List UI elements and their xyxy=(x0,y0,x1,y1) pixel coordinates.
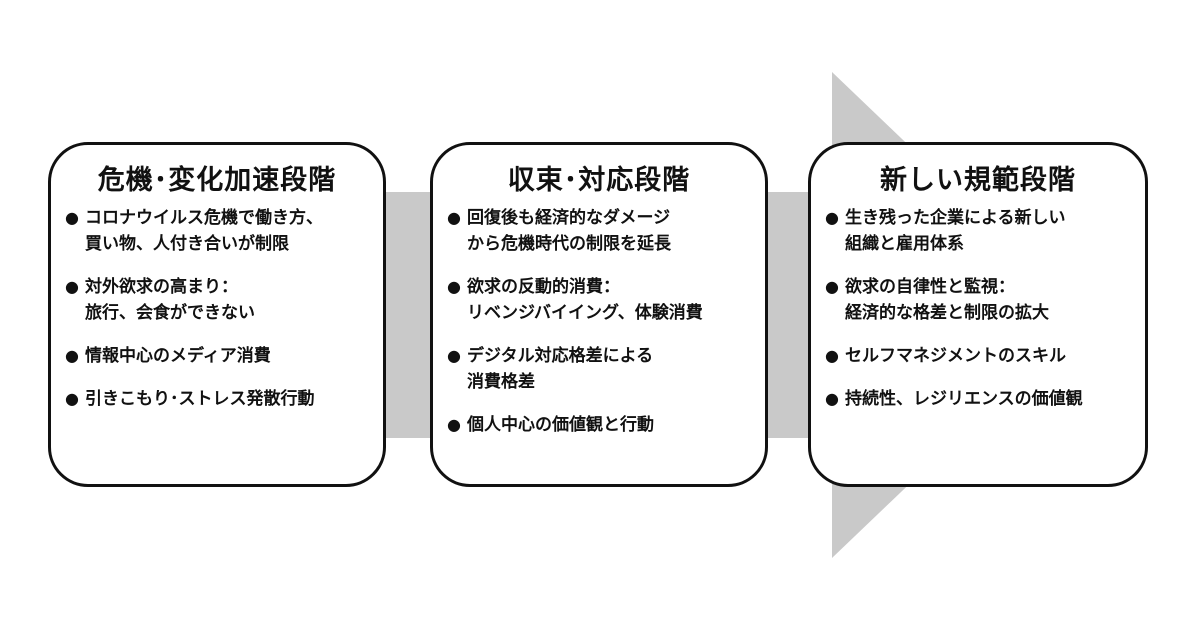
item-line: 買い物、人付き合いが制限 xyxy=(85,234,289,254)
item-line: 生き残った企業による新しい xyxy=(845,208,1066,228)
item-line: から危機時代の制限を延長 xyxy=(467,234,671,254)
list-item: ● 生き残った企業による新しい 組織と雇用体系 xyxy=(825,205,1145,257)
item-text: 対外欲求の高まり： 旅行、会食ができない xyxy=(85,274,255,326)
stage-title: 新しい規範段階 xyxy=(880,165,1076,196)
item-line: 情報中心のメディア消費 xyxy=(85,346,271,366)
item-text: 持続性、レジリエンスの価値観 xyxy=(845,386,1083,412)
bullet-icon: ● xyxy=(65,208,79,227)
stage-title: 危機･変化加速段階 xyxy=(97,165,337,196)
item-line: 旅行、会食ができない xyxy=(85,303,255,323)
item-text: 個人中心の価値観と行動 xyxy=(467,412,654,438)
item-line: 欲求の自律性と監視： xyxy=(845,277,1015,297)
item-text: コロナウイルス危機で働き方、 買い物、人付き合いが制限 xyxy=(85,205,323,257)
item-text: 欲求の自律性と監視： 経済的な格差と制限の拡大 xyxy=(845,274,1049,326)
item-line: デジタル対応格差による xyxy=(467,346,654,366)
item-line: 経済的な格差と制限の拡大 xyxy=(845,303,1049,323)
stage-item-list: ● 生き残った企業による新しい 組織と雇用体系 ● 欲求の自律性と監視： 経済的… xyxy=(811,205,1145,412)
bullet-icon: ● xyxy=(825,277,839,296)
bullet-icon: ● xyxy=(65,389,79,408)
stage-item-list: ● 回復後も経済的なダメージ から危機時代の制限を延長 ● 欲求の反動的消費： … xyxy=(433,205,765,438)
item-text: 情報中心のメディア消費 xyxy=(85,343,271,369)
bullet-icon: ● xyxy=(447,415,461,434)
list-item: ● 対外欲求の高まり： 旅行、会食ができない xyxy=(65,274,383,326)
bullet-icon: ● xyxy=(825,346,839,365)
item-text: デジタル対応格差による 消費格差 xyxy=(467,343,653,395)
item-line: 引きこもり･ストレス発散行動 xyxy=(85,389,315,409)
list-item: ● セルフマネジメントのスキル xyxy=(825,343,1145,369)
item-line: 消費格差 xyxy=(467,372,535,392)
list-item: ● コロナウイルス危機で働き方、 買い物、人付き合いが制限 xyxy=(65,205,383,257)
list-item: ● 欲求の反動的消費： リベンジバイイング、体験消費 xyxy=(447,274,765,326)
item-line: 個人中心の価値観と行動 xyxy=(467,415,654,435)
list-item: ● 個人中心の価値観と行動 xyxy=(447,412,765,438)
list-item: ● 持続性、レジリエンスの価値観 xyxy=(825,386,1145,412)
list-item: ● 回復後も経済的なダメージ から危機時代の制限を延長 xyxy=(447,205,765,257)
item-text: セルフマネジメントのスキル xyxy=(845,343,1066,369)
bullet-icon: ● xyxy=(447,208,461,227)
list-item: ● 引きこもり･ストレス発散行動 xyxy=(65,386,383,412)
item-line: リベンジバイイング、体験消費 xyxy=(467,303,703,323)
item-text: 引きこもり･ストレス発散行動 xyxy=(85,386,315,412)
item-line: セルフマネジメントのスキル xyxy=(845,346,1066,366)
item-line: 欲求の反動的消費： xyxy=(467,277,620,297)
item-text: 生き残った企業による新しい 組織と雇用体系 xyxy=(845,205,1066,257)
bullet-icon: ● xyxy=(447,277,461,296)
item-text: 欲求の反動的消費： リベンジバイイング、体験消費 xyxy=(467,274,703,326)
list-item: ● デジタル対応格差による 消費格差 xyxy=(447,343,765,395)
item-line: 対外欲求の高まり： xyxy=(85,277,238,297)
item-line: 組織と雇用体系 xyxy=(845,234,964,254)
item-line: 持続性、レジリエンスの価値観 xyxy=(845,389,1083,409)
list-item: ● 欲求の自律性と監視： 経済的な格差と制限の拡大 xyxy=(825,274,1145,326)
list-item: ● 情報中心のメディア消費 xyxy=(65,343,383,369)
bullet-icon: ● xyxy=(825,389,839,408)
item-line: コロナウイルス危機で働き方、 xyxy=(85,208,323,228)
bullet-icon: ● xyxy=(447,346,461,365)
bullet-icon: ● xyxy=(65,277,79,296)
bullet-icon: ● xyxy=(825,208,839,227)
item-line: 回復後も経済的なダメージ xyxy=(467,208,671,228)
stage-title: 収束･対応段階 xyxy=(507,165,691,196)
stage-item-list: ● コロナウイルス危機で働き方、 買い物、人付き合いが制限 ● 対外欲求の高まり… xyxy=(51,205,383,412)
stage-box-convergence: 収束･対応段階 ● 回復後も経済的なダメージ から危機時代の制限を延長 ● 欲求… xyxy=(430,142,768,487)
bullet-icon: ● xyxy=(65,346,79,365)
stage-box-crisis: 危機･変化加速段階 ● コロナウイルス危機で働き方、 買い物、人付き合いが制限 … xyxy=(48,142,386,487)
item-text: 回復後も経済的なダメージ から危機時代の制限を延長 xyxy=(467,205,671,257)
stage-box-new-normal: 新しい規範段階 ● 生き残った企業による新しい 組織と雇用体系 ● 欲求の自律性… xyxy=(808,142,1148,487)
